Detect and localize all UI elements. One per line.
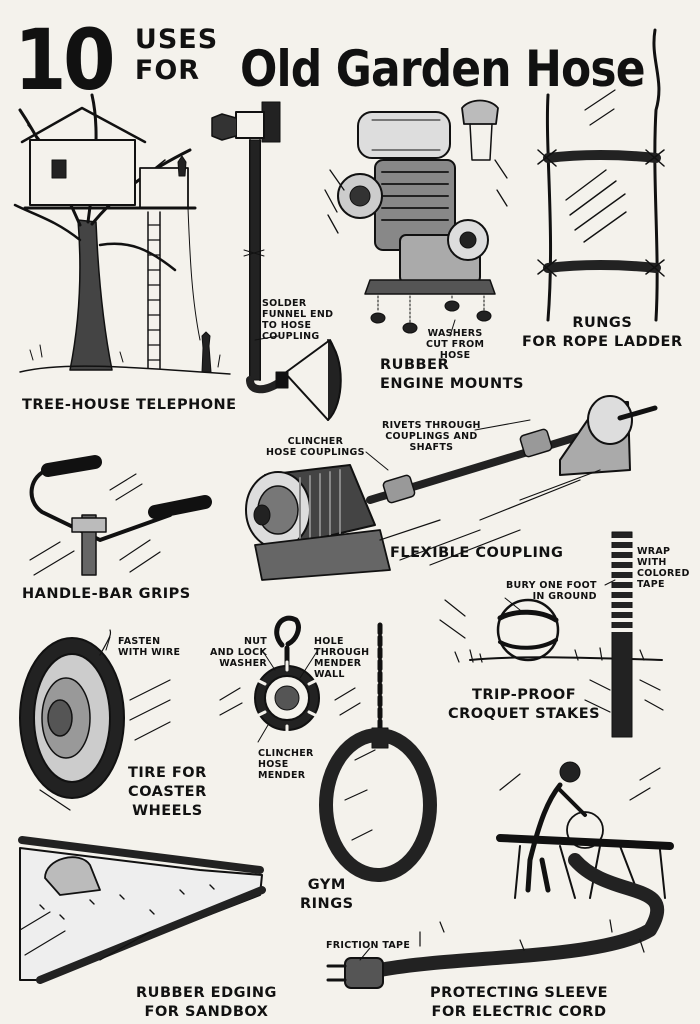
note-hole-line4: WALL xyxy=(314,669,345,680)
page-title: 10 USES FOR Old Garden Hose xyxy=(14,6,700,102)
caption-flexible-coupling: FLEXIBLE COUPLING xyxy=(390,545,564,561)
sandbox-illustration xyxy=(18,836,266,984)
caption-electric-cord-line1: PROTECTING SLEEVE xyxy=(430,985,609,1001)
leader-lines xyxy=(105,319,616,961)
note-mender-line2: HOSE xyxy=(258,759,289,770)
note-fasten-line2: WITH WIRE xyxy=(118,647,181,658)
handle-bar-illustration xyxy=(29,455,212,576)
croquet-illustration xyxy=(439,531,664,738)
caption-coaster-line2: COASTER xyxy=(128,784,207,800)
caption-sandbox-edging: RUBBER EDGING FOR SANDBOX xyxy=(136,984,277,1022)
note-rivets-line1: RIVETS THROUGH xyxy=(382,420,481,431)
note-bury-line1: BURY ONE FOOT xyxy=(506,580,597,591)
note-mender-line1: CLINCHER xyxy=(258,748,314,759)
note-nut-line2: AND LOCK xyxy=(210,647,268,658)
caption-sandbox-line1: RUBBER EDGING xyxy=(136,985,277,1001)
caption-tree-house-telephone: TREE-HOUSE TELEPHONE xyxy=(22,397,237,413)
note-clincher-mender: CLINCHER HOSE MENDER xyxy=(258,748,314,781)
note-nut-washer: NUT AND LOCK WASHER xyxy=(210,636,267,669)
caption-electric-cord: PROTECTING SLEEVE FOR ELECTRIC CORD xyxy=(430,984,608,1022)
gym-ring-illustration xyxy=(219,615,437,882)
coaster-wheel-illustration xyxy=(19,629,171,811)
title-uses-for: USES FOR xyxy=(134,24,219,86)
caption-gym-rings-line2: RINGS xyxy=(300,896,354,912)
note-hole-line1: HOLE xyxy=(314,636,344,647)
note-hole-line3: MENDER xyxy=(314,658,362,669)
caption-engine-mounts: RUBBER ENGINE MOUNTS xyxy=(380,356,524,394)
note-nut-line3: WASHER xyxy=(219,658,268,669)
caption-coaster-line3: WHEELS xyxy=(132,803,203,819)
note-solder-funnel-line1: SOLDER xyxy=(262,298,307,309)
note-wrap-tape: WRAP WITH COLORED TAPE xyxy=(637,546,690,590)
note-washers-line2: CUT FROM xyxy=(426,339,485,350)
caption-sandbox-line2: FOR SANDBOX xyxy=(144,1004,269,1020)
caption-engine-mounts-line2: ENGINE MOUNTS xyxy=(380,376,524,392)
title-main: Old Garden Hose xyxy=(240,40,646,98)
note-clincher-couplings-line2: HOSE COUPLINGS xyxy=(266,447,365,458)
caption-electric-cord-line2: FOR ELECTRIC CORD xyxy=(431,1004,607,1020)
tree-house-illustration xyxy=(13,93,231,375)
note-hole-through: HOLE THROUGH MENDER WALL xyxy=(314,636,369,680)
caption-croquet-stakes-line2: CROQUET STAKES xyxy=(448,706,601,722)
note-hole-line2: THROUGH xyxy=(314,647,370,658)
engine-illustration xyxy=(324,99,508,334)
note-solder-funnel-line2: FUNNEL END xyxy=(262,309,334,320)
caption-rope-ladder-line1: RUNGS xyxy=(572,315,633,331)
caption-gym-rings: GYM RINGS xyxy=(300,876,354,914)
note-solder-funnel-line4: COUPLING xyxy=(262,331,320,342)
telephone-funnel-illustration xyxy=(211,101,342,421)
note-wrap-line4: TAPE xyxy=(637,579,665,590)
note-fasten-line1: FASTEN xyxy=(118,636,161,647)
note-washers: WASHERS CUT FROM HOSE xyxy=(426,328,484,361)
note-solder-funnel-line3: TO HOSE xyxy=(262,320,312,331)
note-clincher-couplings-line1: CLINCHER xyxy=(287,436,344,447)
note-rivets-line3: SHAFTS xyxy=(409,442,454,453)
note-rivets: RIVETS THROUGH COUPLINGS AND SHAFTS xyxy=(382,420,481,453)
note-wrap-line3: COLORED xyxy=(637,568,690,579)
note-wrap-line1: WRAP xyxy=(637,546,671,557)
title-number: 10 xyxy=(14,11,116,109)
note-fasten-wire: FASTEN WITH WIRE xyxy=(118,636,180,658)
electric-cord-illustration xyxy=(326,853,665,989)
caption-gym-rings-line1: GYM xyxy=(307,877,346,893)
note-bury-line2: IN GROUND xyxy=(532,591,597,602)
caption-coaster-wheels: TIRE FOR COASTER WHEELS xyxy=(128,764,207,821)
note-washers-line1: WASHERS xyxy=(427,328,483,339)
note-bury-one-foot: BURY ONE FOOT IN GROUND xyxy=(506,580,597,602)
caption-croquet-stakes: TRIP-PROOF CROQUET STAKES xyxy=(448,686,600,724)
caption-coaster-line1: TIRE FOR xyxy=(128,765,207,781)
caption-croquet-stakes-line1: TRIP-PROOF xyxy=(471,687,577,703)
caption-rope-ladder-line2: FOR ROPE LADDER xyxy=(522,334,683,350)
motor-coupling-illustration xyxy=(245,395,658,581)
rope-ladder-illustration xyxy=(537,28,665,322)
note-nut-line1: NUT xyxy=(243,636,268,647)
note-wrap-line2: WITH xyxy=(637,557,667,568)
note-solder-funnel: SOLDER FUNNEL END TO HOSE COUPLING xyxy=(262,298,333,342)
caption-engine-mounts-line1: RUBBER xyxy=(380,357,450,373)
caption-rope-ladder: RUNGS FOR ROPE LADDER xyxy=(522,314,683,352)
caption-handle-bar-grips: HANDLE-BAR GRIPS xyxy=(22,586,191,602)
note-mender-line3: MENDER xyxy=(258,770,306,781)
note-washers-line3: HOSE xyxy=(439,350,471,361)
note-rivets-line2: COUPLINGS AND xyxy=(385,431,478,442)
electric-saw-illustration xyxy=(496,761,674,899)
note-friction-tape: FRICTION TAPE xyxy=(326,940,411,951)
note-clincher-couplings: CLINCHER HOSE COUPLINGS xyxy=(266,436,365,458)
